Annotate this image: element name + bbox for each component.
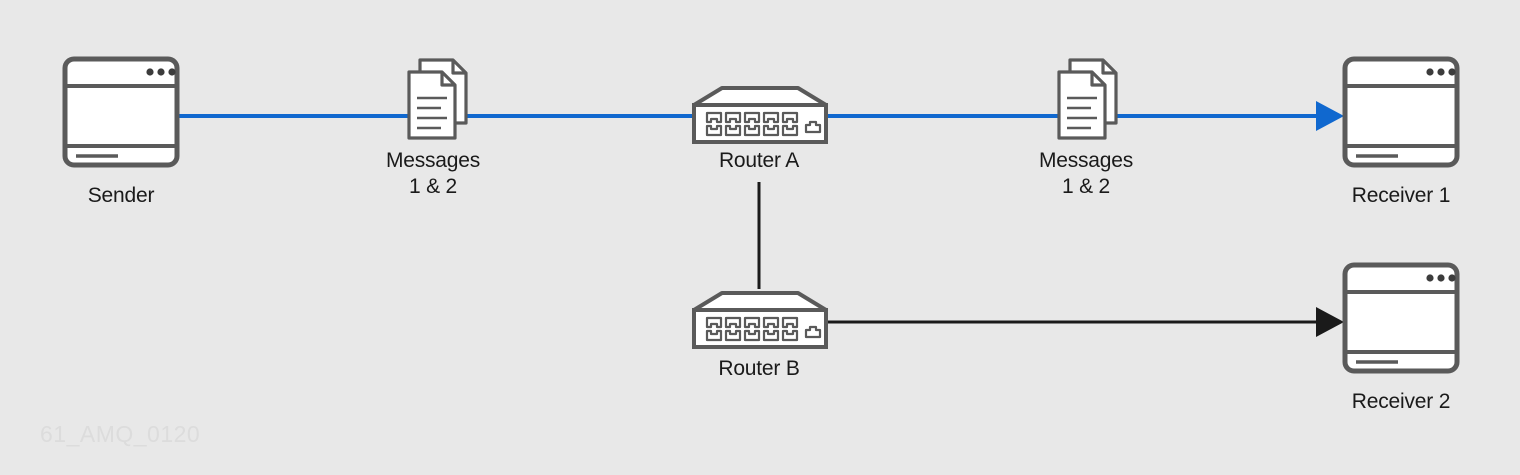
watermark: 61_AMQ_0120 (40, 421, 201, 447)
documents-icon (407, 58, 468, 140)
label-router-b: Router B (718, 357, 800, 380)
arrowhead-receiver-1 (1316, 101, 1344, 131)
router-indicator-port (804, 325, 822, 339)
node-router-b[interactable] (690, 289, 830, 351)
label-messages-left: Messages 1 & 2 (385, 149, 481, 198)
label-sender: Sender (87, 184, 155, 207)
router-ports (705, 111, 799, 137)
node-sender[interactable] (62, 56, 180, 168)
router-icon (692, 86, 828, 144)
computer-window-icon (1342, 56, 1460, 168)
document-front-page (1057, 70, 1107, 140)
document-front-page (407, 70, 457, 140)
router-front-face (692, 103, 828, 144)
node-messages-right[interactable] (1056, 57, 1120, 141)
node-receiver-2[interactable] (1342, 262, 1460, 374)
router-top-face (692, 86, 828, 107)
router-ports (705, 316, 799, 342)
computer-window-icon (1342, 262, 1460, 374)
label-receiver-1: Receiver 1 (1351, 184, 1451, 207)
label-receiver-2: Receiver 2 (1351, 390, 1451, 413)
node-receiver-1[interactable] (1342, 56, 1460, 168)
arrowhead-receiver-2 (1316, 307, 1344, 337)
node-router-a[interactable] (690, 84, 830, 146)
label-messages-right: Messages 1 & 2 (1038, 149, 1134, 198)
router-icon (692, 291, 828, 349)
node-messages-left[interactable] (406, 57, 470, 141)
computer-window-icon (62, 56, 180, 168)
router-top-face (692, 291, 828, 312)
documents-icon (1057, 58, 1118, 140)
label-router-a: Router A (718, 149, 800, 172)
router-indicator-port (804, 120, 822, 134)
router-front-face (692, 308, 828, 349)
